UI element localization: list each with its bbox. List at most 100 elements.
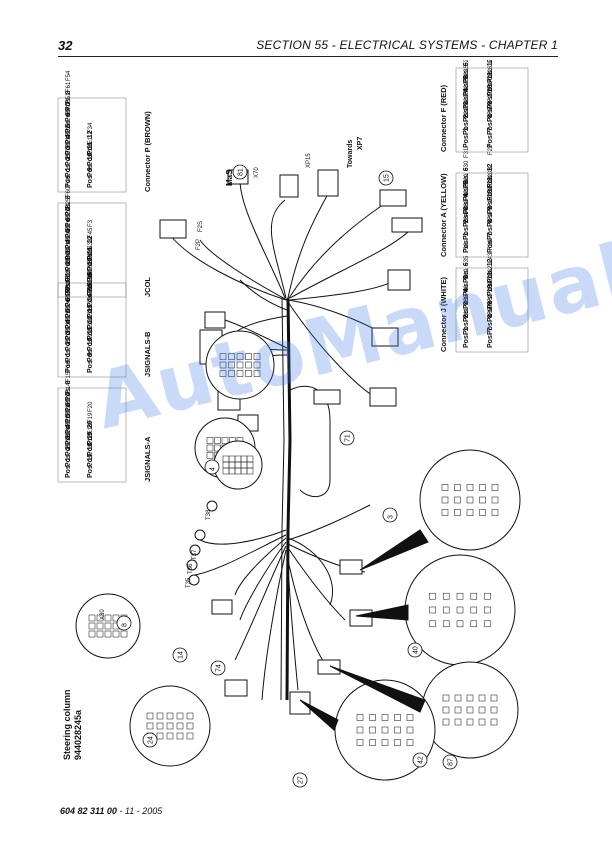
jsignals-block bbox=[204, 311, 226, 329]
connector-pin bbox=[96, 614, 104, 622]
pos-label: Pos. 3 bbox=[463, 206, 470, 227]
branch-wire-bottom bbox=[287, 537, 334, 606]
connector-pin bbox=[253, 361, 261, 369]
pos-value: F23 bbox=[66, 310, 72, 321]
pos-label: Pos. 5 bbox=[65, 123, 72, 144]
connector-pin bbox=[441, 509, 449, 516]
connector-pin bbox=[88, 622, 96, 630]
pos-label: Pos. 7 bbox=[487, 327, 494, 348]
callout-71: 71 bbox=[339, 430, 355, 446]
callout-74: 74 bbox=[210, 660, 226, 676]
connector-pin bbox=[146, 722, 154, 730]
connector-block bbox=[379, 189, 407, 207]
pos-label: Pos. 3 bbox=[463, 301, 470, 322]
pos-label: Pos. 10 bbox=[487, 284, 494, 309]
pos-label: Pos. 10 bbox=[487, 84, 494, 109]
connector-pin bbox=[186, 712, 194, 720]
label-xp15: XP15 bbox=[306, 153, 312, 168]
pos-value: F23S bbox=[464, 91, 470, 105]
pos-value: F58 bbox=[488, 304, 494, 315]
pos-label: Pos. 7 bbox=[65, 206, 72, 227]
branch-wire-top bbox=[239, 279, 288, 311]
pos-label: Pos. 2 bbox=[463, 314, 470, 335]
pos-value: F22 bbox=[66, 321, 72, 332]
branch-wire-top bbox=[270, 199, 287, 299]
terminal-eyelet bbox=[186, 559, 198, 571]
pos-value: F62 bbox=[488, 265, 494, 276]
pos-value: F23S bbox=[464, 60, 470, 66]
zoom-detail-4 bbox=[213, 440, 263, 490]
pos-label: Pos. 10 bbox=[87, 152, 94, 177]
pos-value: F10 bbox=[66, 426, 72, 437]
pos-value: F16 bbox=[88, 144, 94, 155]
pos-label: Pos. 8 bbox=[487, 314, 494, 335]
connector-pin bbox=[166, 712, 174, 720]
pos-value: F24 bbox=[66, 299, 72, 310]
pos-label: Pos. 1 bbox=[65, 457, 72, 478]
pos-value: F29 bbox=[88, 329, 94, 340]
connector-pin bbox=[490, 706, 498, 714]
callout-circle bbox=[116, 615, 132, 631]
callout-87: 87 bbox=[442, 754, 458, 770]
table-frame bbox=[455, 172, 529, 258]
pos-label: Pos. 16 bbox=[87, 271, 94, 296]
pos-value: F21 bbox=[66, 136, 72, 147]
pos-value: F211 bbox=[464, 104, 470, 118]
branch-wire-bottom bbox=[199, 529, 287, 545]
connector-pin bbox=[470, 592, 478, 600]
branch-wire-bottom bbox=[261, 549, 287, 701]
pos-label: Pos. 12 bbox=[487, 258, 494, 283]
zoom-detail-27 bbox=[75, 593, 141, 659]
pos-label: Pos. 4 bbox=[65, 239, 72, 260]
connector-pin bbox=[356, 714, 364, 721]
connector-pin bbox=[356, 739, 364, 746]
pos-value: F36 bbox=[88, 252, 94, 263]
connector-pin bbox=[466, 484, 474, 491]
branch-wire-top bbox=[287, 189, 331, 299]
callout-3: 3 bbox=[382, 507, 398, 523]
pos-value: F33 bbox=[88, 238, 94, 249]
connector-block bbox=[387, 269, 411, 291]
terminal-eyelet bbox=[188, 574, 200, 586]
connector-pin bbox=[356, 726, 364, 734]
pos-value: F3 bbox=[488, 212, 494, 220]
callout-circle bbox=[210, 660, 226, 676]
pos-label: Pos. 1 bbox=[463, 232, 470, 253]
connector-pin bbox=[245, 370, 252, 377]
callout-81: 81 bbox=[232, 164, 248, 180]
connector-block bbox=[313, 389, 341, 405]
callout-circle bbox=[232, 164, 248, 180]
callout-circle bbox=[382, 507, 398, 523]
pos-label: Pos. 4 bbox=[65, 319, 72, 340]
pos-label: Pos. 9 bbox=[487, 301, 494, 322]
pos-label: Pos. 5 bbox=[65, 228, 72, 249]
pos-value: F12 bbox=[66, 404, 72, 415]
branch-wire-bottom bbox=[286, 551, 299, 691]
callout-42: 42 bbox=[412, 752, 428, 768]
callout-circle bbox=[204, 459, 220, 475]
connector-pin bbox=[206, 444, 214, 452]
connector-pin bbox=[369, 726, 376, 734]
pos-value: F21 bbox=[66, 332, 72, 343]
page-number: 32 bbox=[58, 38, 73, 53]
connector-pin bbox=[479, 484, 486, 491]
connector-pin bbox=[454, 694, 462, 702]
connector-pin bbox=[246, 467, 254, 475]
pos-value: F23S bbox=[88, 246, 94, 260]
zoom-circle bbox=[129, 685, 211, 767]
pos-label: Pos. 5 bbox=[463, 75, 470, 96]
connector-title: Connector P (BROWN) bbox=[143, 111, 152, 192]
zoom-circle bbox=[213, 440, 263, 490]
page-footer: 604 82 311 00 - 11 - 2005 bbox=[60, 806, 162, 816]
branch-wire-top bbox=[169, 234, 287, 301]
pos-value: F15 bbox=[66, 371, 72, 382]
connector-pin bbox=[491, 509, 499, 516]
connector-title: Connector A (YELLOW) bbox=[439, 173, 448, 257]
pos-value: F33 bbox=[88, 285, 94, 296]
connector-pin bbox=[176, 722, 184, 730]
pos-label: Pos. 7 bbox=[487, 127, 494, 148]
pos-value: F23S bbox=[464, 183, 470, 197]
pos-value: F59 bbox=[488, 104, 494, 115]
connector-pin bbox=[104, 622, 112, 630]
